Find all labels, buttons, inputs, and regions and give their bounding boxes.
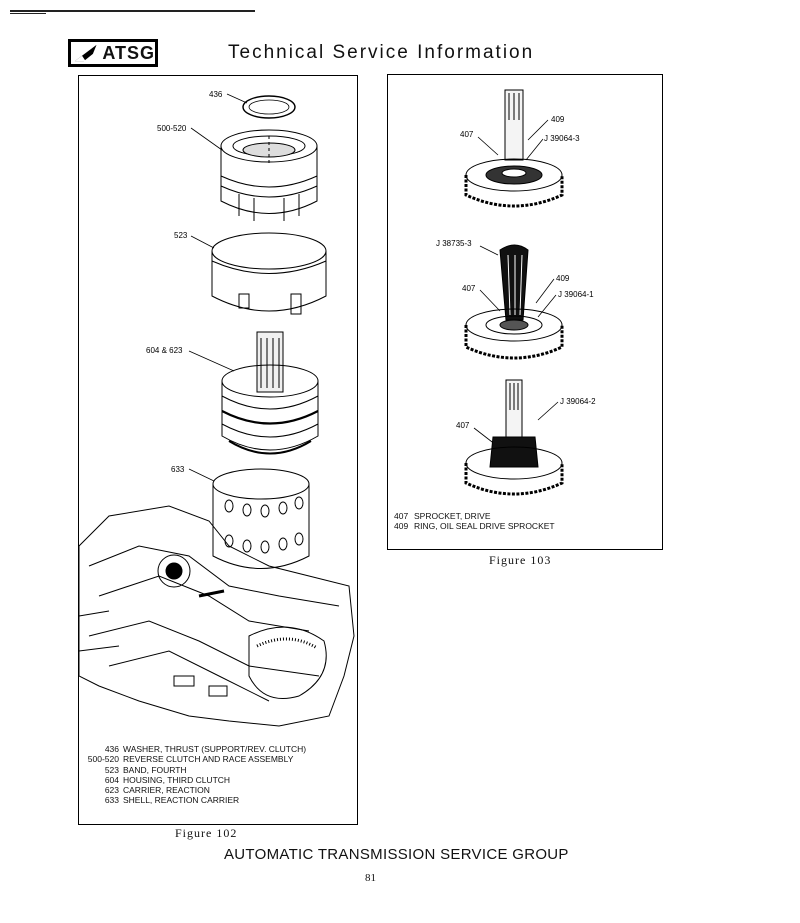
page-number: 81 (365, 872, 376, 884)
logo-text: ATSG (102, 43, 155, 63)
footer-title: AUTOMATIC TRANSMISSION SERVICE GROUP (224, 846, 569, 863)
figure-102-caption: Figure 102 (175, 826, 238, 840)
callout-j39064-2: J 39064-2 (560, 397, 596, 406)
fourth-band-drawing (211, 232, 327, 315)
callout-436: 436 (209, 90, 223, 99)
atsg-logo-mark-icon (74, 44, 97, 62)
callout-j39064-1: J 39064-1 (558, 290, 594, 299)
legend-row: 500-520 REVERSE CLUTCH AND RACE ASSEMBLY (83, 754, 306, 764)
atsg-logo: ATSG (68, 39, 158, 67)
figure-102-panel: 436 500-520 523 604 & 623 633 (78, 75, 358, 825)
reverse-clutch-drum-drawing (220, 129, 318, 221)
callout-604-623: 604 & 623 (146, 346, 183, 355)
top-rule-accent (10, 13, 46, 14)
legend-number: 623 (104, 785, 119, 796)
legend-text: WASHER, THRUST (SUPPORT/REV. CLUTCH) (123, 744, 307, 754)
callout-523: 523 (174, 231, 188, 240)
legend-text: BAND, FOURTH (123, 764, 187, 775)
callout-j39064-3: J 39064-3 (544, 134, 580, 143)
legend-number: 500-520 (87, 754, 119, 765)
legend-text: CARRIER, REACTION (123, 785, 210, 796)
legend-row: 407 SPROCKET, DRIVE (394, 511, 555, 521)
legend-number: 436 (104, 744, 119, 754)
legend-text: REVERSE CLUTCH AND RACE ASSEMBLY (123, 754, 294, 765)
callout-j38735-3: J 38735-3 (436, 239, 472, 248)
legend-text: SPROCKET, DRIVE (414, 511, 491, 521)
thrust-washer-drawing (242, 95, 296, 119)
legend-text: RING, OIL SEAL DRIVE SPROCKET (414, 521, 555, 532)
page-title: Technical Service Information (228, 42, 535, 63)
legend-row: 523 BAND, FOURTH (83, 765, 306, 775)
callout-407c: 407 (456, 421, 470, 430)
third-clutch-housing-drawing (221, 331, 319, 455)
figure-103-caption: Figure 103 (489, 553, 552, 567)
drive-sprocket-drawing-2 (464, 244, 564, 360)
callout-407: 407 (460, 130, 474, 139)
callout-633: 633 (171, 465, 185, 474)
legend-text: SHELL, REACTION CARRIER (123, 795, 240, 806)
legend-text: HOUSING, THIRD CLUTCH (123, 774, 231, 785)
legend-number: 409 (394, 521, 409, 532)
callout-500-520: 500-520 (157, 124, 187, 133)
figure-103-panel: 409 407 J 39064-3 J 38735-3 409 407 J 39… (387, 74, 663, 550)
figure-102-illustration: 436 500-520 523 604 & 623 633 (79, 90, 355, 727)
legend-row: 436 WASHER, THRUST (SUPPORT/REV. CLUTCH) (83, 744, 306, 754)
figure-103-legend: 407 SPROCKET, DRIVE 409 RING, OIL SEAL DRI… (394, 511, 555, 532)
legend-number: 604 (104, 774, 119, 785)
legend-number: 407 (394, 511, 409, 521)
callout-409: 409 (551, 115, 565, 124)
legend-number: 633 (104, 795, 119, 806)
legend-row: 623 CARRIER, REACTION (83, 785, 306, 795)
legend-row: 604 HOUSING, THIRD CLUTCH (83, 775, 306, 785)
transmission-case-drawing (79, 505, 355, 727)
legend-row: 409 RING, OIL SEAL DRIVE SPROCKET (394, 521, 555, 531)
top-rule (10, 10, 255, 12)
drive-sprocket-drawing-3 (464, 379, 564, 496)
callout-407b: 407 (462, 284, 476, 293)
callout-409b: 409 (556, 274, 570, 283)
figure-103-illustration: 409 407 J 39064-3 J 38735-3 409 407 J 39… (436, 89, 596, 496)
legend-number: 523 (104, 764, 119, 775)
legend-row: 633 SHELL, REACTION CARRIER (83, 795, 306, 805)
reaction-carrier-shell-drawing (212, 468, 310, 569)
drive-sprocket-drawing-1 (464, 89, 564, 208)
